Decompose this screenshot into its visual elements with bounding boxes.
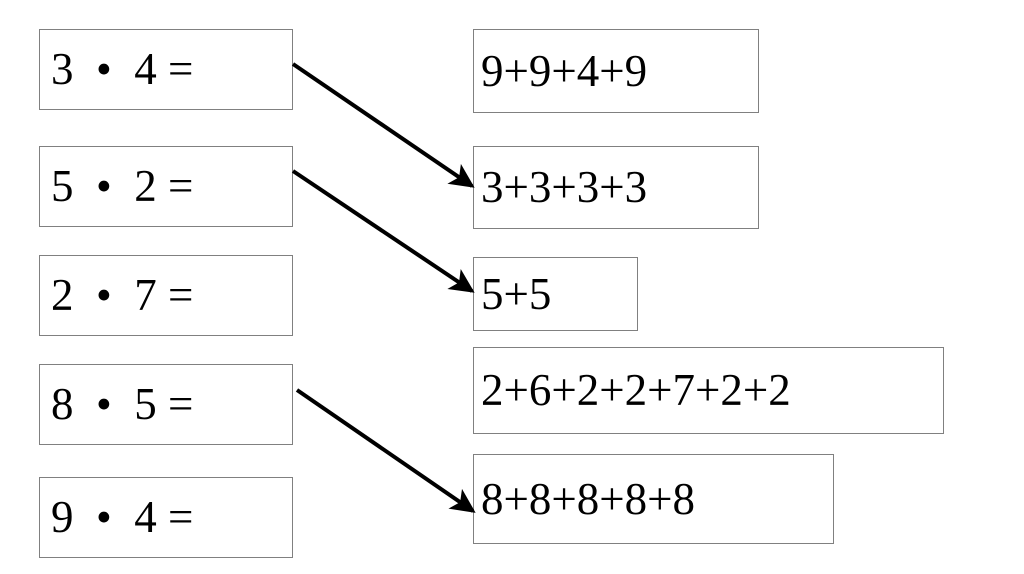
addition-box-4[interactable]: 2+6+2+2+7+2+2 bbox=[473, 347, 944, 434]
addition-text-4: 2+6+2+2+7+2+2 bbox=[481, 365, 791, 415]
addition-box-3[interactable]: 5+5 bbox=[473, 257, 638, 331]
connector-arrows bbox=[291, 62, 476, 513]
addition-text-2: 3+3+3+3 bbox=[481, 162, 648, 212]
arrow-left0-to-right1 bbox=[291, 62, 475, 188]
addition-text-3: 5+5 bbox=[481, 268, 552, 319]
multiplication-box-4[interactable]: 8 • 5 = bbox=[39, 364, 293, 445]
addition-text-1: 9+9+4+9 bbox=[481, 45, 648, 96]
multiplication-text-3: 2 • 7 = bbox=[51, 270, 194, 320]
multiplication-box-2[interactable]: 5 • 2 = bbox=[39, 146, 293, 227]
addition-box-5[interactable]: 8+8+8+8+8 bbox=[473, 454, 834, 544]
multiplication-box-5[interactable]: 9 • 4 = bbox=[39, 477, 293, 558]
multiplication-text-5: 9 • 4 = bbox=[51, 492, 194, 542]
arrow-left3-to-right4 bbox=[295, 388, 476, 513]
multiplication-box-1[interactable]: 3 • 4 = bbox=[39, 29, 293, 110]
addition-text-5: 8+8+8+8+8 bbox=[481, 473, 696, 524]
multiplication-box-3[interactable]: 2 • 7 = bbox=[39, 255, 293, 336]
arrow-left1-to-right2 bbox=[291, 169, 475, 293]
multiplication-text-2: 5 • 2 = bbox=[51, 161, 194, 211]
addition-box-2[interactable]: 3+3+3+3 bbox=[473, 146, 759, 229]
multiplication-text-4: 8 • 5 = bbox=[51, 379, 194, 429]
addition-box-1[interactable]: 9+9+4+9 bbox=[473, 29, 759, 113]
multiplication-text-1: 3 • 4 = bbox=[51, 44, 194, 94]
